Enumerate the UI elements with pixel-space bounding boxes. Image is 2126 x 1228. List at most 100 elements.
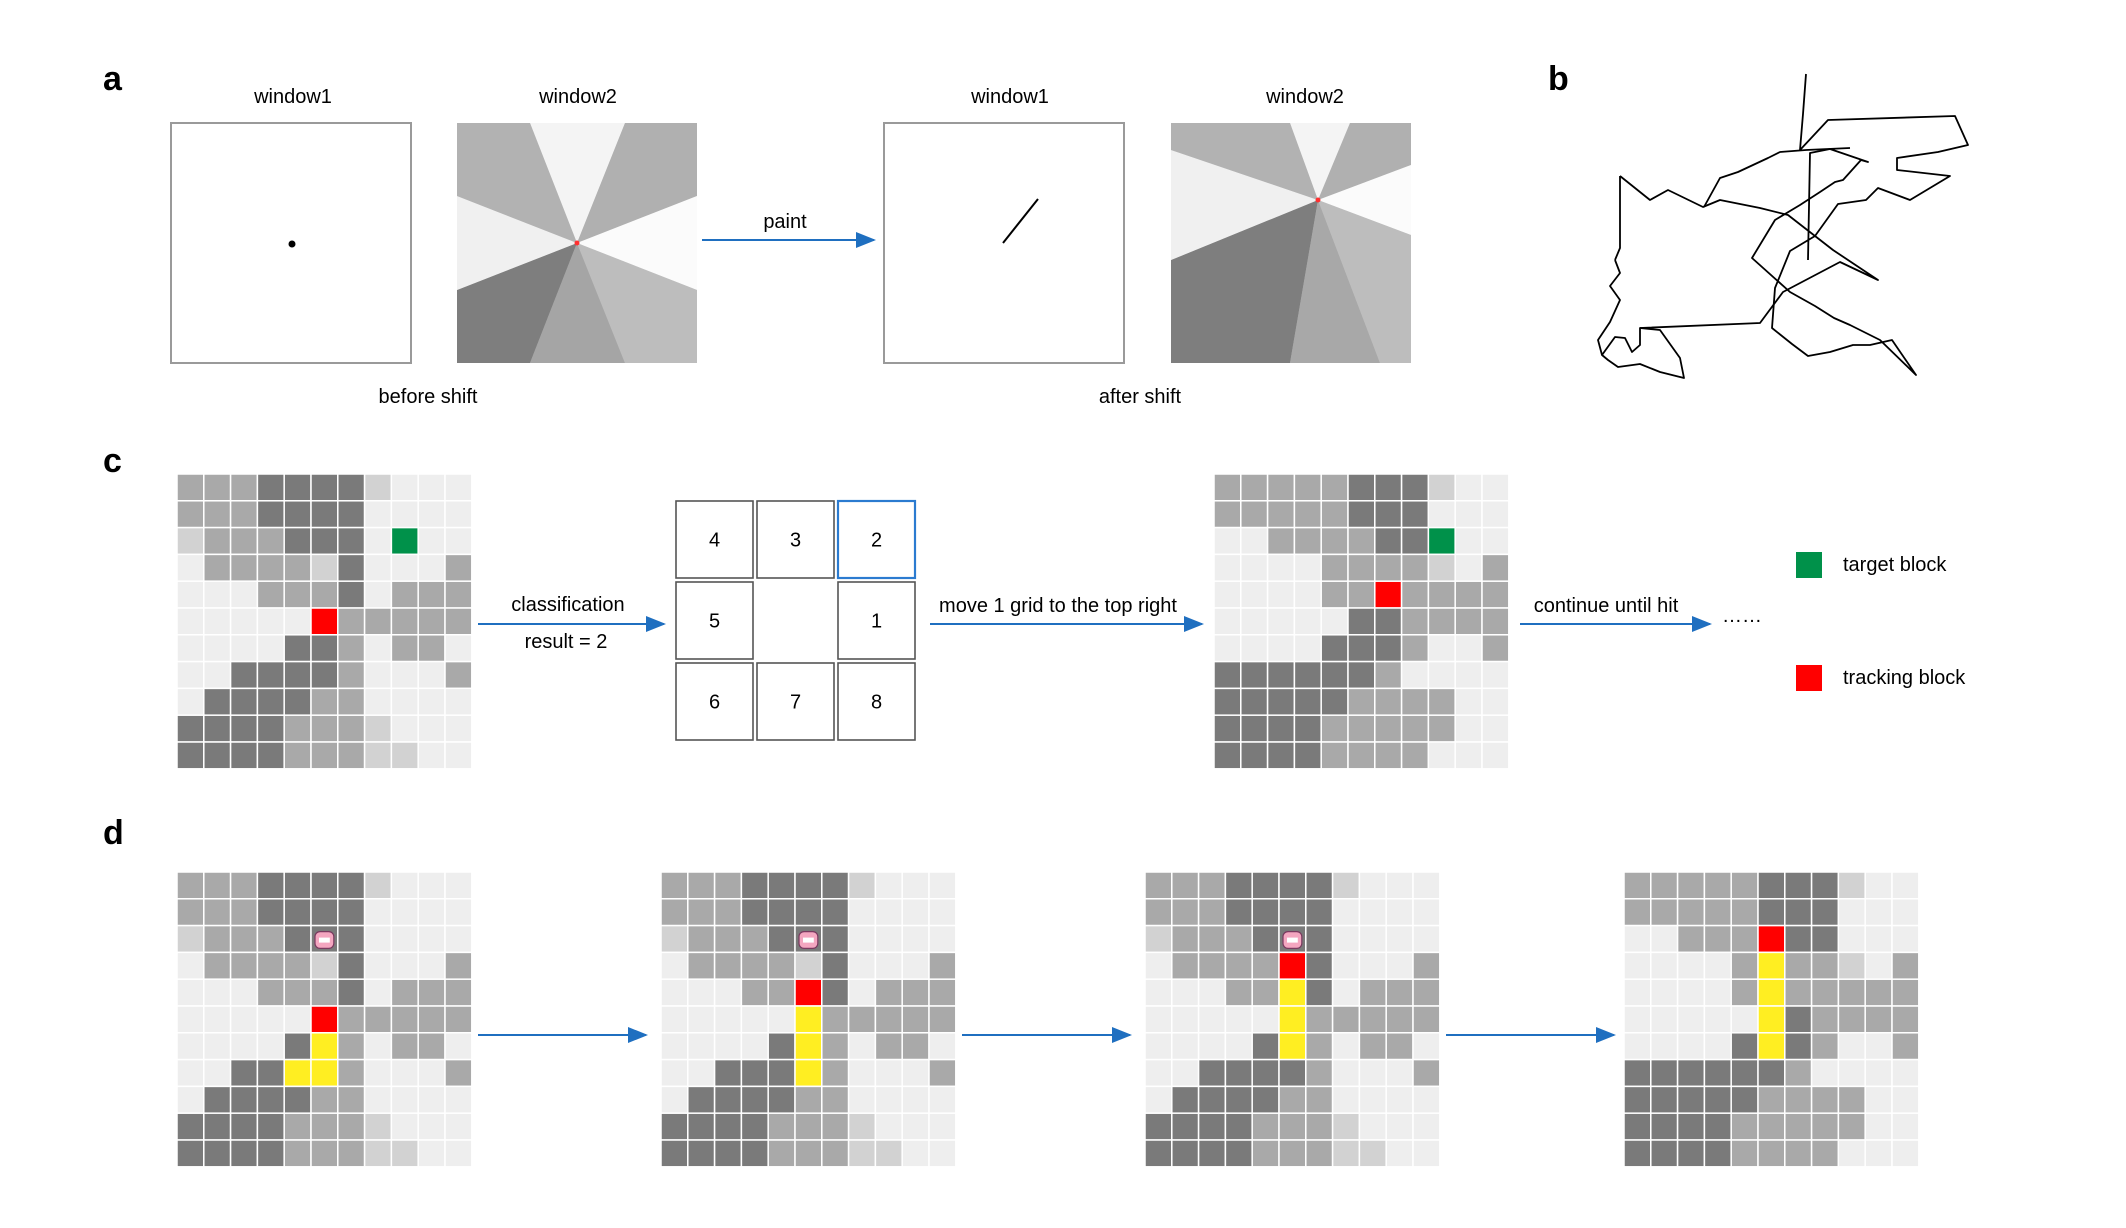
map-cell	[1171, 1005, 1200, 1034]
map-cell	[203, 660, 232, 690]
map-cell	[1427, 660, 1456, 690]
map-cell	[1810, 1139, 1840, 1168]
map-cell	[390, 634, 419, 663]
map-cell	[1891, 1058, 1920, 1088]
map-cell	[1650, 1085, 1679, 1114]
map-cell	[928, 1112, 957, 1141]
map-cell	[1197, 871, 1227, 900]
map-cell	[390, 871, 419, 900]
map-cell	[176, 741, 205, 770]
map-cell	[390, 1112, 419, 1141]
map-cell	[256, 580, 285, 609]
map-cell	[203, 924, 232, 954]
map-cell	[390, 1058, 419, 1088]
map-cell	[1144, 951, 1173, 980]
map-cell	[1293, 634, 1322, 663]
map-cell	[203, 951, 232, 980]
map-cell	[444, 1058, 473, 1088]
map-cell	[1240, 526, 1269, 556]
map-cell	[1266, 660, 1296, 690]
map-cell	[256, 924, 285, 954]
map-cell	[363, 1032, 393, 1061]
map-cell	[256, 660, 285, 690]
map-cell	[874, 978, 903, 1007]
map-cell	[444, 871, 473, 900]
trail-block	[310, 1058, 339, 1088]
map-cell	[1331, 898, 1361, 927]
map-cell	[363, 871, 393, 900]
map-cell	[1278, 1085, 1307, 1114]
map-cell	[444, 898, 473, 927]
map-cell	[687, 1139, 716, 1168]
map-cell	[176, 1058, 205, 1088]
map-cell	[229, 1005, 259, 1034]
map-cell	[1676, 924, 1706, 954]
map-cell	[1213, 580, 1242, 609]
map-cell	[1171, 978, 1200, 1007]
map-cell	[203, 500, 232, 529]
map-cell	[1293, 526, 1322, 556]
map-cell	[417, 978, 446, 1007]
map-cell	[821, 1085, 850, 1114]
map-cell	[847, 1058, 877, 1088]
map-cell	[203, 607, 232, 636]
map-cell	[821, 978, 850, 1007]
map-cell	[1730, 898, 1759, 927]
map-cell	[337, 634, 366, 663]
map-cell	[1730, 978, 1759, 1007]
map-cell	[1730, 1139, 1759, 1168]
map-cell	[1213, 714, 1242, 743]
trail-block	[794, 1032, 823, 1061]
map-cell	[713, 924, 743, 954]
map-cell	[256, 607, 285, 636]
map-cell	[1891, 924, 1920, 954]
map-cell	[740, 1032, 769, 1061]
map-cell	[1400, 526, 1430, 556]
map-cell	[337, 1112, 366, 1141]
map-cell	[390, 660, 419, 690]
trail-block	[1278, 1005, 1307, 1034]
map-cell	[1305, 871, 1334, 900]
map-cell	[1197, 1058, 1227, 1088]
map-cell	[283, 1005, 312, 1034]
map-cell	[176, 951, 205, 980]
map-cell	[740, 1058, 769, 1088]
map-cell	[874, 1139, 903, 1168]
map-cell	[229, 580, 259, 609]
map-cell	[1412, 978, 1441, 1007]
move-label: move 1 grid to the top right	[939, 595, 1177, 617]
map-cell	[821, 1112, 850, 1141]
map-cell	[256, 1112, 285, 1141]
map-cell	[1650, 871, 1679, 900]
map-cell	[1374, 473, 1403, 502]
map-cell	[687, 1005, 716, 1034]
map-cell	[901, 1005, 930, 1034]
map-cell	[283, 660, 312, 690]
map-cell	[847, 1112, 877, 1141]
map-cell	[1293, 687, 1322, 716]
map-cell	[1412, 1112, 1441, 1141]
map-cell	[1266, 687, 1296, 716]
map-cell	[310, 898, 339, 927]
map-cell	[1197, 1032, 1227, 1061]
map-cell	[229, 1058, 259, 1088]
map-cell	[1347, 714, 1376, 743]
map-cell	[337, 924, 366, 954]
map-cell	[444, 500, 473, 529]
map-cell	[1412, 924, 1441, 954]
tracking-block	[310, 607, 339, 636]
map-cell	[928, 1139, 957, 1168]
map-cell	[310, 714, 339, 743]
map-cell	[1400, 714, 1430, 743]
map-cell	[1481, 687, 1510, 716]
map-cell	[1481, 714, 1510, 743]
map-cell	[363, 660, 393, 690]
map-cell	[660, 871, 689, 900]
map-cell	[1224, 978, 1253, 1007]
map-cell	[283, 978, 312, 1007]
map-cell	[1171, 924, 1200, 954]
map-cell	[1412, 1032, 1441, 1061]
map-cell	[1481, 553, 1510, 582]
map-cell	[1347, 500, 1376, 529]
